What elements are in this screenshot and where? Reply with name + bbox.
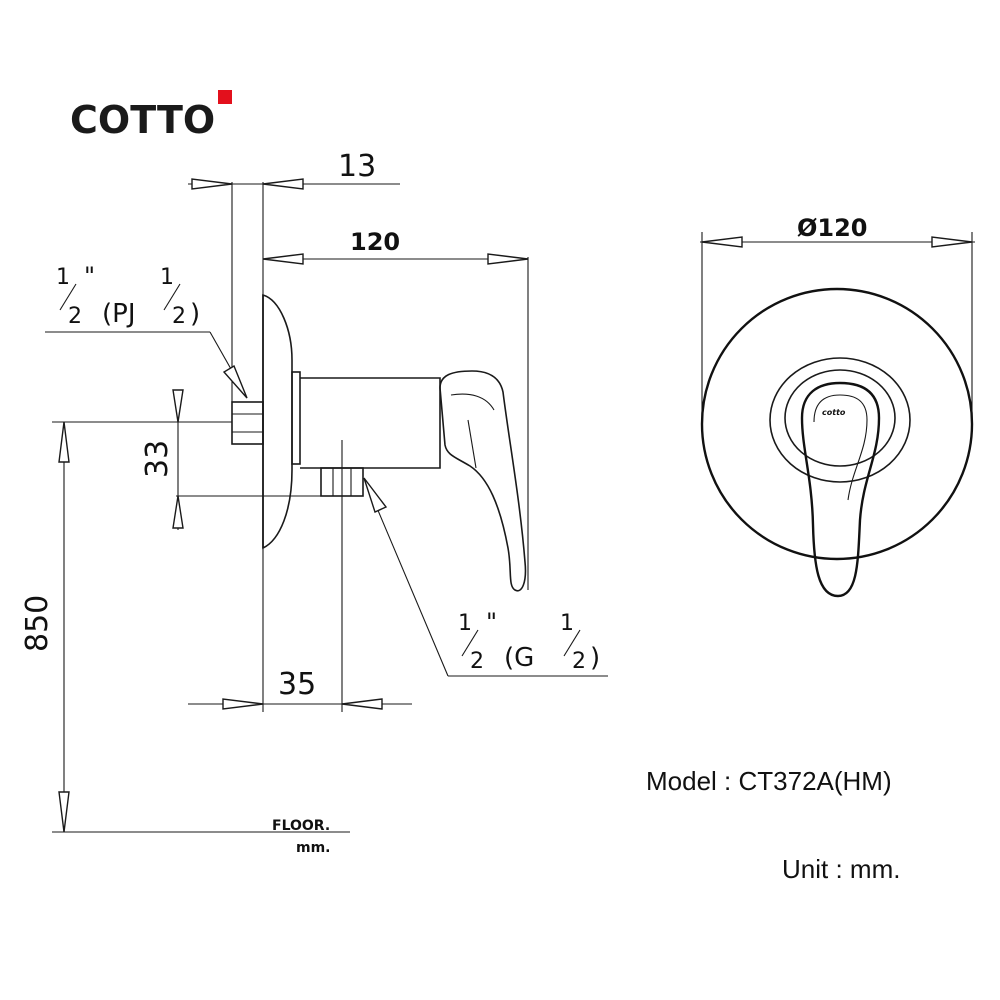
arrow-850-bottom <box>58 791 70 833</box>
floor-label: FLOOR. <box>272 818 330 834</box>
floor-unit-label: mm. <box>296 840 331 856</box>
arrow-33-bottom <box>172 495 184 529</box>
mixer-body <box>300 377 441 469</box>
outlet-leader-d <box>365 481 449 677</box>
svg-text:(PJ: (PJ <box>102 299 136 329</box>
inlet-nut <box>231 401 264 445</box>
arrow-120-right <box>487 253 529 265</box>
inlet-leader-arrow <box>222 364 248 399</box>
dim-diameter-label: Ø120 <box>797 214 868 242</box>
svg-text:": " <box>486 608 497 636</box>
svg-text:2: 2 <box>572 649 586 674</box>
svg-text:(G: (G <box>504 643 534 673</box>
arrow-35-right <box>341 698 383 710</box>
arrow-850-top <box>58 421 70 463</box>
inner-ring-outer <box>769 357 911 483</box>
arrow-35-left <box>222 698 264 710</box>
lever-crease <box>467 419 477 469</box>
side-view: 13 120 33 850 35 1 2 " (PJ 1 <box>20 149 608 856</box>
collar <box>291 371 301 465</box>
model-label: Model : CT372A(HM) <box>646 766 892 796</box>
arrow-33-top <box>172 389 184 423</box>
arrow-dia-right <box>931 236 973 248</box>
svg-text:2: 2 <box>470 649 484 674</box>
svg-text:): ) <box>590 643 600 673</box>
svg-text:1: 1 <box>458 611 472 636</box>
inner-ring-inner <box>784 369 896 467</box>
inlet-thread-label: 1 2 " (PJ 1 2 ) <box>56 262 200 329</box>
arrow-13-left <box>191 178 233 190</box>
svg-text:": " <box>84 262 95 290</box>
lever-inner-line <box>450 393 495 411</box>
brand-logo: COTTO <box>70 90 232 142</box>
outlet-leader-arrow <box>363 477 388 513</box>
arrow-dia-left <box>701 236 743 248</box>
front-lever-handle <box>800 381 881 598</box>
brand-accent-square <box>218 90 232 104</box>
dim-35-label: 35 <box>278 667 316 702</box>
front-view: Ø120 cotto <box>700 214 975 598</box>
svg-text:): ) <box>190 299 200 329</box>
svg-text:2: 2 <box>68 304 82 329</box>
svg-text:2: 2 <box>172 304 186 329</box>
handle-logo: cotto <box>822 408 846 417</box>
lever-handle <box>439 370 527 592</box>
wall-plate <box>262 293 293 550</box>
svg-text:1: 1 <box>160 265 174 290</box>
arrow-120-left <box>262 253 304 265</box>
svg-text:1: 1 <box>560 611 574 636</box>
dim-850-label: 850 <box>20 595 55 652</box>
cover-plate <box>700 287 974 561</box>
front-lever-inner <box>813 394 868 501</box>
unit-label: Unit : mm. <box>782 854 900 884</box>
arrow-13-right <box>262 178 304 190</box>
brand-name: COTTO <box>70 98 215 142</box>
dim-120-label: 120 <box>350 228 400 256</box>
outlet-thread-label: 1 2 " (G 1 2 ) <box>458 608 600 674</box>
svg-text:1: 1 <box>56 265 70 290</box>
dim-13-label: 13 <box>338 149 376 184</box>
dim-33-label: 33 <box>140 440 175 478</box>
